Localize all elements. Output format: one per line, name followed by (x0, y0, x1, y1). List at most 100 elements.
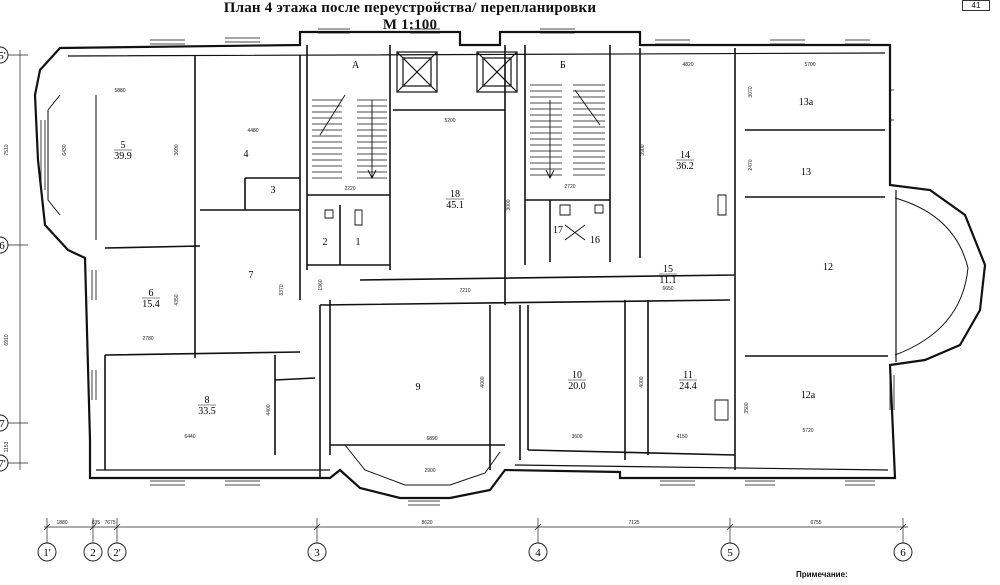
room-number-17: 17 (553, 225, 563, 236)
axis-label-left: 5' (0, 50, 6, 62)
axis-label: 2' (113, 547, 121, 559)
axis-label: 4 (535, 547, 541, 559)
axis-marker-left-3 (0, 454, 9, 472)
axis-marker-5 (720, 542, 740, 562)
dimension-d10: 3600 (571, 434, 582, 440)
room-number-10: 10 (572, 370, 582, 381)
dimension-d15a: 7210 (459, 288, 470, 294)
room-number-13: 13 (801, 167, 811, 178)
dimension-d4: 4480 (247, 128, 258, 134)
bottom-dimension: 7675 (104, 520, 115, 526)
dimension-serif (89, 523, 97, 531)
room-number-12: 12 (823, 262, 833, 273)
axis-label: 6 (900, 547, 906, 559)
axis-label-left: 7 (0, 418, 5, 430)
dimension-serif (43, 523, 51, 531)
staircase-a (312, 99, 387, 179)
dimension-d4v: 3600 (174, 144, 180, 155)
dimension-d6: 2780 (142, 336, 153, 342)
bottom-dimension: 835 (92, 520, 101, 526)
bottom-dimension: 1880 (56, 520, 67, 526)
dimension-dl2: 6910 (4, 334, 10, 345)
axis-marker-6 (893, 542, 913, 562)
stair-label-b: Б (560, 60, 566, 71)
bay-left (47, 94, 97, 240)
bottom-dimension: 6755 (810, 520, 821, 526)
dimension-d14v: 3900 (640, 144, 646, 155)
outer-wall-inner (67, 52, 897, 471)
room-area-11: 24.4 (679, 381, 697, 392)
elevator-b (476, 51, 518, 93)
note-label: Примечание: (796, 570, 848, 579)
dimension-d15b: 6650 (662, 286, 673, 292)
room-number-12a: 12а (801, 390, 816, 401)
room-area-8: 33.5 (198, 406, 216, 417)
dimension-serif (113, 523, 121, 531)
dimension-d9: 6890 (426, 436, 437, 442)
dimension-d12a: 5720 (802, 428, 813, 434)
stair-label-a: А (352, 60, 360, 71)
dimension-dl3: 1153 (4, 441, 10, 452)
room-area-15: 11.1 (659, 275, 676, 286)
dimension-serif (726, 523, 734, 531)
dimension-dcorr: 1960 (318, 279, 324, 290)
room-area-14: 36.2 (676, 161, 694, 172)
bay-right (894, 197, 969, 356)
dimension-d14: 4820 (682, 62, 693, 68)
partition-walls (104, 45, 888, 478)
plan-title-line1: План 4 этажа после переустройства/ переп… (223, 0, 597, 16)
dimension-d8v: 4400 (266, 404, 272, 415)
axis-marker-4 (528, 542, 548, 562)
room-number-5: 5 (121, 140, 126, 151)
axis-marker-0 (37, 542, 57, 562)
dimension-d9v: 4000 (480, 376, 486, 387)
elevator-a (396, 51, 438, 93)
room-area-5: 39.9 (114, 151, 132, 162)
room-number-14: 14 (680, 150, 690, 161)
page-number: 41 (962, 0, 990, 11)
dimension-dB: 2720 (564, 184, 575, 190)
bottom-dimension: 7125 (628, 520, 639, 526)
room-area-6: 15.4 (142, 299, 160, 310)
dimension-d9b: 2900 (424, 468, 435, 474)
dimension-d5a: 5880 (114, 88, 125, 94)
room-number-9: 9 (416, 382, 421, 393)
room-number-4: 4 (244, 149, 249, 160)
room-number-7: 7 (249, 270, 254, 281)
outer-wall (33, 30, 987, 500)
dimension-serif (534, 523, 542, 531)
room-number-2: 2 (323, 237, 328, 248)
staircase-b (530, 84, 605, 176)
stair-arrows (319, 89, 601, 180)
axis-label: 5 (727, 547, 733, 559)
room-number-15: 15 (663, 264, 673, 275)
dimension-d8: 6440 (184, 434, 195, 440)
axis-label: 1' (43, 547, 51, 559)
plan-title: План 4 этажа после переустройства/ переп… (190, 0, 630, 34)
dimension-d7v: 3370 (279, 284, 285, 295)
bay-bottom (344, 444, 501, 486)
plan-scale: М 1:100 (382, 17, 438, 33)
room-area-18: 45.1 (446, 200, 464, 211)
axis-label-left: 6 (0, 240, 5, 252)
dimension-d13a: 5700 (804, 62, 815, 68)
bottom-dimension: 8620 (421, 520, 432, 526)
room-number-18: 18 (450, 189, 460, 200)
room-number-13a: 13а (799, 97, 814, 108)
dimension-d5b: 6430 (62, 144, 68, 155)
room-number-1: 1 (356, 237, 361, 248)
axis-marker-left-2 (0, 414, 9, 432)
dimension-d13av: 3070 (748, 86, 754, 97)
dimension-d18v: 3000 (506, 199, 512, 210)
dimension-serif (313, 523, 321, 531)
room-number-6: 6 (149, 288, 154, 299)
dimension-dl1: 7510 (4, 144, 10, 155)
axis-label: 3 (314, 547, 320, 559)
dimension-dA: 2220 (344, 186, 355, 192)
room-number-8: 8 (205, 395, 210, 406)
axis-label: 2 (90, 547, 96, 559)
axis-marker-left-0 (0, 46, 9, 64)
axis-marker-1 (83, 542, 103, 562)
